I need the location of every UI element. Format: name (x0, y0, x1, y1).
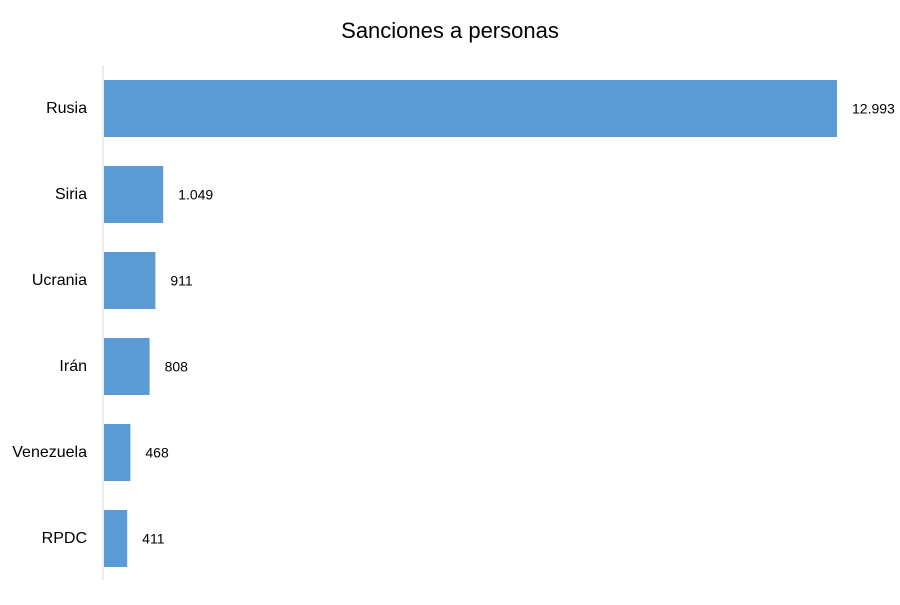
data-label: 468 (145, 445, 169, 461)
category-label: Venezuela (12, 444, 87, 461)
data-label: 1.049 (178, 187, 213, 203)
category-label: Siria (55, 186, 87, 203)
value-labels-group: 12.993 1.049 911 808 468 411 (142, 101, 895, 547)
bar-ucrania (104, 252, 156, 309)
chart-title: Sanciones a personas (341, 18, 559, 43)
data-label: 411 (142, 531, 165, 547)
bar-iran (104, 338, 150, 395)
data-label: 911 (170, 273, 193, 289)
bar-venezuela (104, 424, 131, 481)
bars-group (104, 80, 837, 567)
bar-rusia (104, 80, 837, 137)
category-label: Rusia (46, 100, 87, 117)
category-label: RPDC (42, 530, 87, 547)
data-label: 808 (165, 359, 189, 375)
data-label: 12.993 (852, 101, 895, 117)
bar-siria (104, 166, 164, 223)
category-label: Ucrania (32, 272, 87, 289)
bar-rpdc (104, 510, 128, 567)
category-label: Irán (59, 358, 87, 375)
